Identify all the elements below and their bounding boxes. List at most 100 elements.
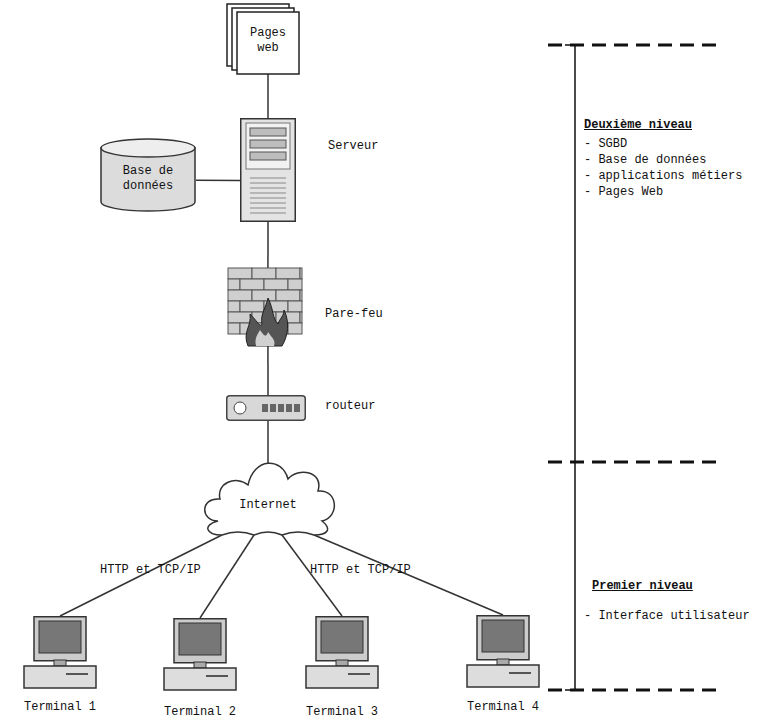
firewall-wall: Pare-feu bbox=[228, 268, 302, 346]
brick bbox=[240, 301, 264, 312]
brick bbox=[288, 279, 302, 290]
level-heading: Premier niveau bbox=[592, 579, 762, 594]
vent-line bbox=[250, 178, 286, 179]
screen bbox=[179, 623, 221, 655]
brick bbox=[228, 312, 252, 323]
brick bbox=[240, 279, 264, 290]
database-cylinder: Base de données bbox=[100, 138, 196, 212]
terminal-computer: Terminal 3 bbox=[302, 616, 382, 694]
connection-line bbox=[267, 222, 269, 268]
page-sheet bbox=[237, 12, 299, 74]
router-port bbox=[278, 404, 284, 412]
level-heading: Deuxième niveau bbox=[584, 118, 764, 133]
brick bbox=[288, 323, 302, 334]
drive-slot bbox=[66, 673, 88, 675]
vent-line bbox=[250, 183, 286, 184]
vent-line bbox=[250, 193, 286, 194]
terminal-computer-shape bbox=[20, 616, 100, 694]
terminal-computer-shape bbox=[302, 616, 382, 694]
desktop-unit bbox=[306, 666, 378, 688]
server-case bbox=[241, 119, 296, 222]
vent-line bbox=[250, 213, 286, 214]
vent-line bbox=[250, 188, 286, 189]
monitor-stand bbox=[54, 660, 66, 666]
node-label: Terminal 1 bbox=[12, 700, 108, 715]
protocol-label: HTTP et TCP/IP bbox=[310, 563, 430, 578]
tier-bracket bbox=[565, 45, 575, 690]
server-tower-shape bbox=[240, 118, 296, 222]
node-label: Terminal 3 bbox=[294, 705, 390, 720]
brick bbox=[228, 268, 252, 279]
cylinder-top bbox=[101, 139, 195, 157]
desktop-unit bbox=[467, 665, 539, 687]
terminal-computer: Terminal 1 bbox=[20, 616, 100, 694]
screen bbox=[39, 621, 81, 653]
connection-group bbox=[60, 535, 222, 616]
monitor bbox=[34, 617, 86, 661]
connection-line bbox=[267, 421, 269, 463]
node-label: Pare-feu bbox=[325, 307, 415, 322]
brick bbox=[228, 279, 240, 290]
monitor-stand bbox=[194, 662, 206, 668]
brick bbox=[276, 290, 300, 301]
drive-bay bbox=[250, 152, 286, 160]
connection-group bbox=[200, 535, 254, 618]
flame bbox=[246, 298, 288, 346]
connection-group bbox=[196, 180, 240, 181]
flame-core bbox=[255, 330, 274, 346]
brick bbox=[264, 279, 288, 290]
protocol-label: HTTP et TCP/IP bbox=[100, 563, 220, 578]
brick bbox=[300, 268, 302, 279]
router-symbol bbox=[234, 402, 246, 414]
node-label: Pages web bbox=[237, 26, 299, 56]
internet-cloud: Internet bbox=[198, 463, 338, 535]
screen bbox=[321, 621, 363, 653]
vent-line bbox=[250, 198, 286, 199]
brick bbox=[276, 268, 300, 279]
monitor-stand bbox=[336, 660, 348, 666]
node-label: Base de données bbox=[108, 164, 188, 194]
connection-group bbox=[268, 74, 269, 118]
node-label: Terminal 2 bbox=[152, 705, 248, 720]
connection-group bbox=[267, 346, 268, 395]
brick bbox=[300, 290, 302, 301]
router-port bbox=[286, 404, 292, 412]
node-label: routeur bbox=[325, 399, 405, 414]
monitor-stand bbox=[497, 659, 509, 665]
drive-slot bbox=[206, 675, 228, 677]
drive-slot bbox=[509, 672, 531, 674]
brick bbox=[252, 268, 276, 279]
level-item: - Interface utilisateur bbox=[584, 609, 764, 624]
terminal-computer: Terminal 2 bbox=[160, 618, 240, 696]
connection-line bbox=[60, 535, 222, 616]
monitor bbox=[477, 616, 529, 660]
server-tower: Serveur bbox=[240, 118, 296, 222]
brick bbox=[288, 301, 302, 312]
router-case bbox=[227, 396, 306, 421]
web-pages-stack: Pages web bbox=[223, 4, 303, 74]
desktop-unit bbox=[24, 666, 96, 688]
firewall-wall-shape bbox=[228, 268, 302, 346]
brick bbox=[252, 290, 276, 301]
drive-slot bbox=[348, 673, 370, 675]
level-item: - Pages Web bbox=[584, 185, 764, 200]
router-box-shape bbox=[226, 395, 306, 421]
cloud-outline bbox=[205, 463, 335, 535]
connection-line bbox=[267, 346, 269, 395]
brick bbox=[300, 312, 302, 323]
vent-line bbox=[250, 208, 286, 209]
level-item: - Base de données bbox=[584, 153, 764, 168]
terminal-computer-shape bbox=[463, 615, 543, 693]
level-item: - applications métiers bbox=[584, 169, 764, 184]
node-label: Serveur bbox=[328, 139, 408, 154]
brick bbox=[228, 323, 240, 334]
connection-line bbox=[196, 179, 240, 181]
connection-group bbox=[267, 222, 268, 268]
connection-group bbox=[268, 421, 269, 463]
desktop-unit bbox=[164, 668, 236, 690]
monitor bbox=[174, 619, 226, 663]
tier-divider bbox=[548, 461, 722, 464]
node-label: Terminal 4 bbox=[455, 700, 551, 715]
monitor bbox=[316, 617, 368, 661]
